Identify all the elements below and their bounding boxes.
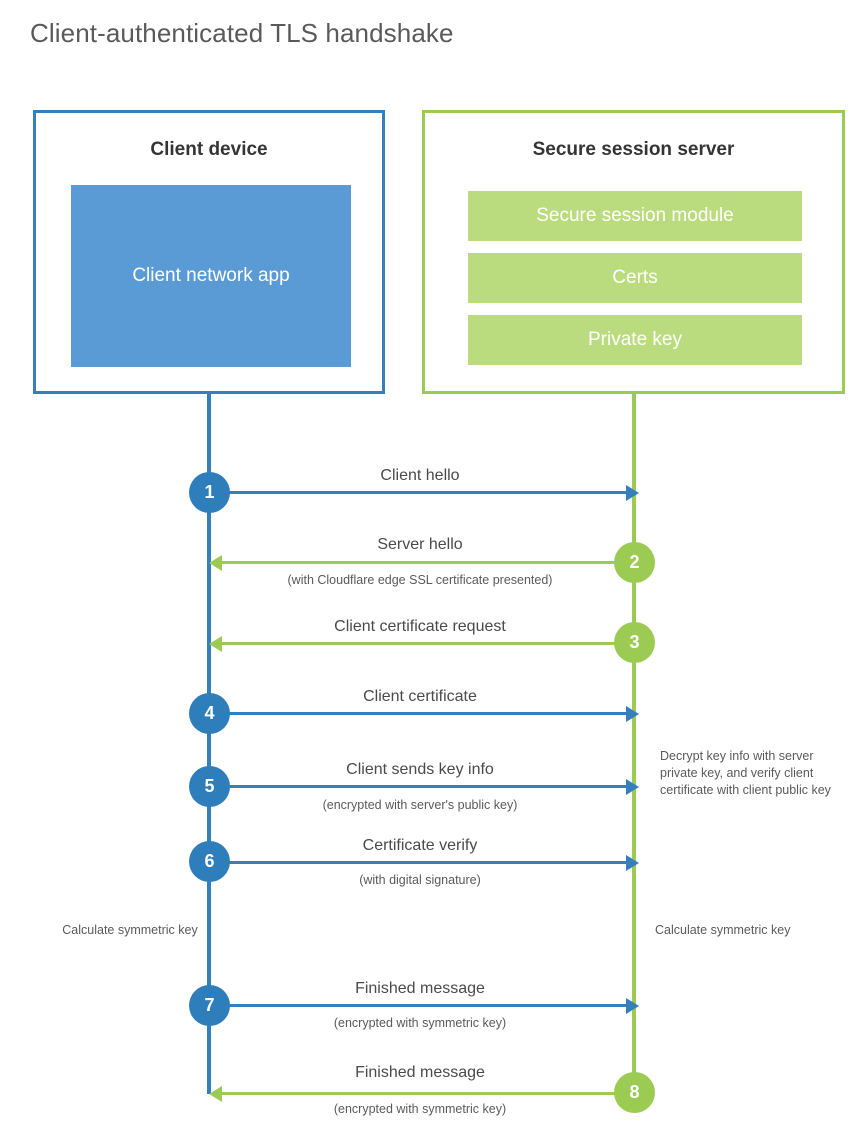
step-5-arrow-head-icon xyxy=(626,779,639,795)
step-4-marker[interactable]: 4 xyxy=(189,693,230,734)
step-2-marker[interactable]: 2 xyxy=(614,542,655,583)
server-component-certs: Certs xyxy=(468,253,802,303)
step-6-arrow-head-icon xyxy=(626,855,639,871)
step-1-arrow-line xyxy=(210,491,628,494)
step-1-arrow-head-icon xyxy=(626,485,639,501)
server-lifeline xyxy=(632,394,636,1094)
step-7-sublabel: (encrypted with symmetric key) xyxy=(333,1016,507,1030)
step-7-marker[interactable]: 7 xyxy=(189,985,230,1026)
step-6-label: Certificate verify xyxy=(362,837,478,854)
client-calculate-symmetric-key-note: Calculate symmetric key xyxy=(62,923,198,937)
step-3-label: Client certificate request xyxy=(334,618,506,635)
server-calculate-symmetric-key-note: Calculate symmetric key xyxy=(655,923,791,937)
step-5-marker[interactable]: 5 xyxy=(189,766,230,807)
secure-session-server-title: Secure session server xyxy=(532,139,735,160)
step-8-arrow-line xyxy=(222,1092,634,1095)
step-8-label: Finished message xyxy=(355,1064,485,1081)
step-6-sublabel: (with digital signature) xyxy=(359,873,481,887)
client-device-box: Client device Client network app xyxy=(33,110,385,394)
step-5-sublabel: (encrypted with server's public key) xyxy=(322,798,518,812)
step-1-marker[interactable]: 1 xyxy=(189,472,230,513)
step-3-arrow-line xyxy=(222,642,634,645)
server-component-private-key: Private key xyxy=(468,315,802,365)
server-component-secure-session-module: Secure session module xyxy=(468,191,802,241)
step-5-arrow-line xyxy=(210,785,628,788)
step-1-label: Client hello xyxy=(380,467,460,484)
step-5-label: Client sends key info xyxy=(346,761,494,778)
step-2-arrow-head-icon xyxy=(209,555,222,571)
page-title: Client-authenticated TLS handshake xyxy=(30,18,454,48)
step-4-arrow-line xyxy=(210,712,628,715)
step-3-arrow-head-icon xyxy=(209,636,222,652)
step-8-marker[interactable]: 8 xyxy=(614,1072,655,1113)
client-device-title: Client device xyxy=(150,139,268,160)
server-decrypt-note: Decrypt key info with server private key… xyxy=(660,749,831,797)
step-7-label: Finished message xyxy=(355,980,485,997)
step-8-arrow-head-icon xyxy=(209,1086,222,1102)
client-network-app-block: Client network app xyxy=(71,185,351,367)
secure-session-server-box: Secure session server Secure session mod… xyxy=(422,110,845,394)
step-7-arrow-line xyxy=(210,1004,628,1007)
step-4-label: Client certificate xyxy=(363,688,477,705)
step-7-arrow-head-icon xyxy=(626,998,639,1014)
step-6-arrow-line xyxy=(210,861,628,864)
step-2-arrow-line xyxy=(222,561,634,564)
step-6-marker[interactable]: 6 xyxy=(189,841,230,882)
step-2-sublabel: (with Cloudflare edge SSL certificate pr… xyxy=(287,573,553,587)
step-3-marker[interactable]: 3 xyxy=(614,622,655,663)
step-4-arrow-head-icon xyxy=(626,706,639,722)
step-2-label: Server hello xyxy=(377,536,463,553)
client-lifeline xyxy=(207,394,211,1094)
step-8-sublabel: (encrypted with symmetric key) xyxy=(333,1102,507,1116)
